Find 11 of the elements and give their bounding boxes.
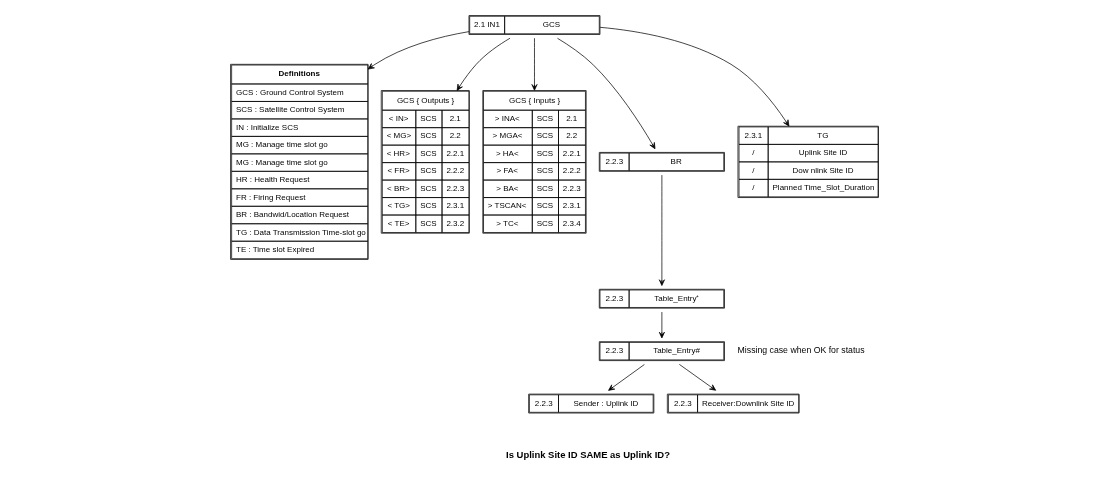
arrow <box>658 174 665 286</box>
arrow <box>456 37 510 91</box>
arrow <box>531 37 537 91</box>
label: Missing case when OK for status <box>737 344 865 355</box>
arrow <box>678 363 716 391</box>
arrow <box>607 363 645 391</box>
arrow <box>556 37 655 149</box>
label: Is Uplink Site ID SAME as Uplink ID? <box>505 448 670 460</box>
arrow <box>599 26 789 126</box>
arrow <box>367 30 469 69</box>
arrow <box>658 311 665 338</box>
